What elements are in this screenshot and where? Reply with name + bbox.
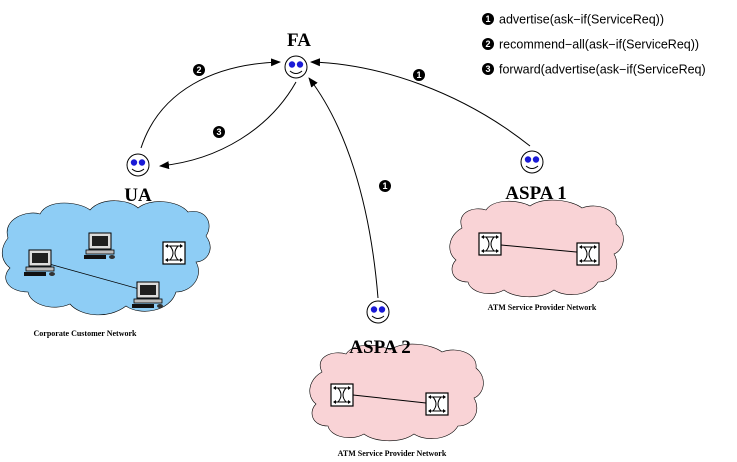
arrow-aspa1-to-fa <box>310 58 531 147</box>
corporate-network-label: Corporate Customer Network <box>34 329 137 338</box>
agent-fa: FA <box>284 30 311 79</box>
atm-network-1-label: ATM Service Provider Network <box>488 303 597 312</box>
legend-item: 1 advertise(ask−if(ServiceReq)) <box>482 13 664 27</box>
legend-item: 2 recommend−all(ask−if(ServiceReq)) <box>482 38 699 52</box>
svg-text:1: 1 <box>416 70 421 80</box>
svg-text:advertise(ask−if(ServiceReq)): advertise(ask−if(ServiceReq)) <box>499 13 664 27</box>
legend: 1 advertise(ask−if(ServiceReq)) 2 recomm… <box>482 13 706 77</box>
badge-aspa1-to-fa: 1 <box>413 69 425 81</box>
smiley-face-icon <box>520 150 544 174</box>
svg-text:1: 1 <box>485 14 490 24</box>
smiley-face-icon <box>126 153 150 177</box>
corporate-network-devices <box>23 232 186 309</box>
smiley-face-icon <box>366 300 390 324</box>
atm-network-2-label: ATM Service Provider Network <box>338 449 447 458</box>
arrow-fa-to-ua <box>159 81 297 170</box>
atm-network-2-devices <box>330 383 449 416</box>
svg-text:2: 2 <box>196 65 201 75</box>
svg-text:3: 3 <box>485 64 490 74</box>
svg-text:forward(advertise(ask−if(Servi: forward(advertise(ask−if(ServiceReq) <box>499 63 706 77</box>
arrow-aspa2-to-fa <box>308 77 379 299</box>
atm-switch-icon <box>162 241 186 265</box>
svg-text:recommend−all(ask−if(ServiceRe: recommend−all(ask−if(ServiceReq)) <box>499 38 699 52</box>
atm-network-1-devices <box>478 232 600 266</box>
badge-aspa2-to-fa: 1 <box>379 180 391 192</box>
agent-aspa2: ASPA 2 <box>349 300 411 358</box>
agent-aspa1-label: ASPA 1 <box>505 183 566 204</box>
agent-fa-label: FA <box>287 30 311 51</box>
svg-text:2: 2 <box>485 39 490 49</box>
agent-aspa1: ASPA 1 <box>505 150 567 204</box>
agent-aspa2-label: ASPA 2 <box>349 337 410 358</box>
badge-fa-to-ua: 3 <box>213 126 225 138</box>
svg-text:3: 3 <box>216 127 221 137</box>
atm-switch-icon <box>478 232 502 256</box>
legend-item: 3 forward(advertise(ask−if(ServiceReq) <box>482 63 706 77</box>
atm-switch-icon <box>330 383 354 407</box>
atm-switch-icon <box>576 242 600 266</box>
arrow-ua-to-fa <box>140 58 281 149</box>
atm-switch-icon <box>425 392 449 416</box>
badge-ua-to-fa: 2 <box>193 64 205 76</box>
agent-ua-label: UA <box>124 185 152 206</box>
smiley-face-icon <box>284 55 308 79</box>
svg-text:1: 1 <box>382 181 387 191</box>
agent-ua: UA <box>124 153 152 206</box>
atm-network-cloud-2 <box>309 343 484 442</box>
